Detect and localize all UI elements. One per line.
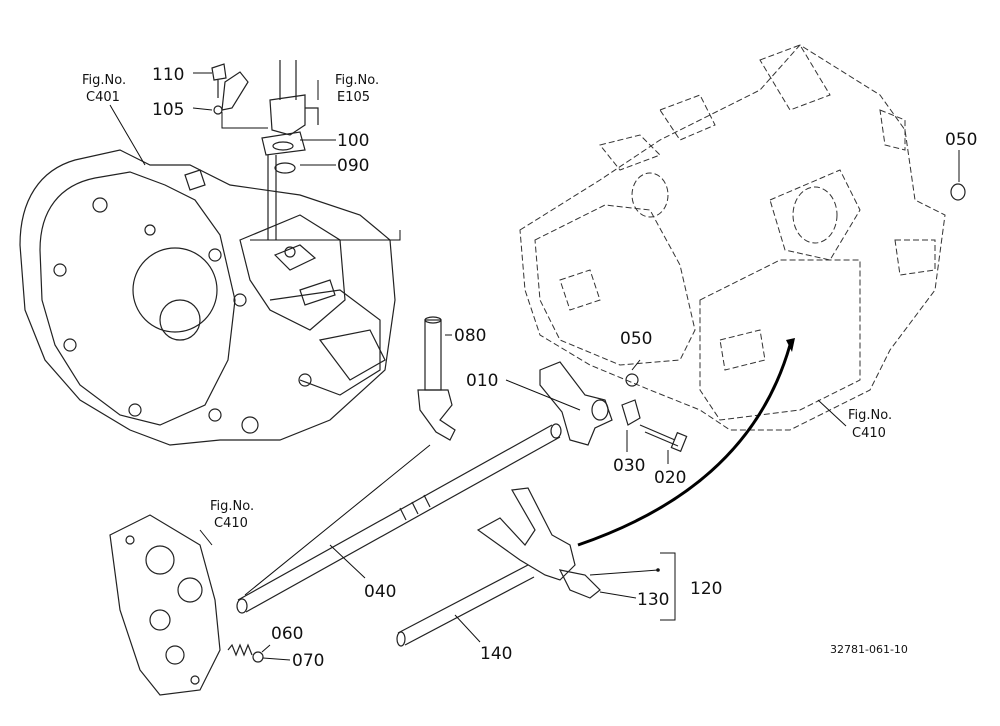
label-020: 020 — [654, 468, 686, 488]
label-105: 105 — [152, 100, 184, 120]
label-060: 060 — [271, 624, 303, 644]
label-120: 120 — [690, 579, 722, 599]
bracket-120 — [660, 552, 676, 621]
label-040: 040 — [364, 582, 396, 602]
label-070: 070 — [292, 651, 324, 671]
label-130: 130 — [637, 590, 669, 610]
arrow-head — [786, 338, 795, 352]
detent-spring-ball — [227, 643, 264, 663]
figref-e105-code: E105 — [337, 90, 370, 105]
figref-c410-left-code: C410 — [214, 516, 248, 531]
figref-c401-title: Fig.No. — [82, 73, 126, 88]
figref-e105-title: Fig.No. — [335, 73, 379, 88]
label-110: 110 — [152, 65, 184, 85]
drawing-number: 32781-061-10 — [830, 643, 908, 656]
label-030: 030 — [613, 456, 645, 476]
figref-c410-right-code: C410 — [852, 426, 886, 441]
front-cover — [109, 514, 221, 696]
label-050-center: 050 — [620, 329, 652, 349]
figref-c410-right-title: Fig.No. — [848, 408, 892, 423]
label-090: 090 — [337, 156, 369, 176]
label-010: 010 — [466, 371, 498, 391]
label-050-right: 050 — [945, 130, 977, 150]
shift-fork-010 — [539, 361, 688, 453]
label-140: 140 — [480, 644, 512, 664]
shift-lever-assembly — [211, 60, 319, 240]
fork-rod-040 — [236, 423, 562, 614]
leader-lines — [109, 72, 966, 661]
shift-arm-080 — [417, 316, 456, 441]
shift-fork-120 — [396, 487, 601, 647]
label-100: 100 — [337, 131, 369, 151]
assembly-direction-arrow — [577, 344, 792, 547]
clutch-housing — [19, 149, 396, 446]
label-080: 080 — [454, 326, 486, 346]
figref-c410-left-title: Fig.No. — [210, 499, 254, 514]
transmission-case — [519, 44, 946, 431]
figref-c401-code: C401 — [86, 90, 120, 105]
